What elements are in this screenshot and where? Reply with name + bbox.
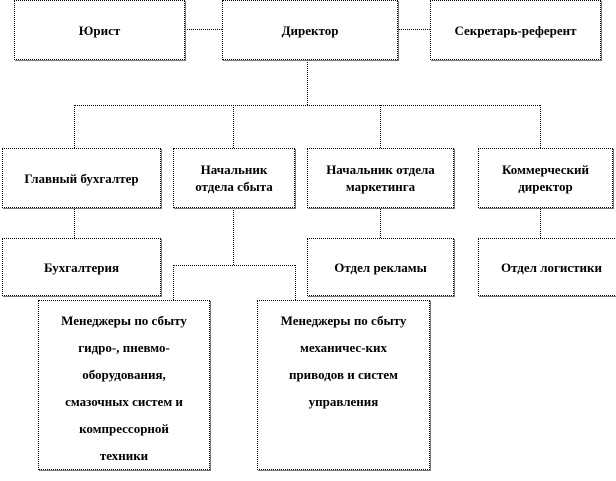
connector-level2-bus	[74, 105, 540, 106]
node-lawyer: Юрист	[14, 0, 185, 60]
connector-sales-bus	[173, 265, 295, 266]
node-label: Отдел логистики	[500, 259, 603, 275]
node-accounting: Бухгалтерия	[2, 238, 161, 296]
node-label: Директор	[281, 22, 339, 38]
node-advertising: Отдел рекламы	[307, 238, 454, 296]
node-managers-hydro: Менеджеры по сбыту гидро-, пневмо- обору…	[38, 300, 210, 470]
connector-director-secretary	[398, 29, 430, 30]
node-logistics: Отдел логистики	[478, 238, 616, 296]
connector-to-sales-head	[233, 105, 234, 148]
connector-to-managers-mech	[295, 265, 296, 300]
connector-to-marketing-head	[380, 105, 381, 148]
node-chief-accountant: Главный бухгалтер	[2, 148, 161, 208]
node-sales-head: Начальник отдела сбыта	[173, 148, 295, 208]
node-label: Начальник отдела маркетинга	[326, 162, 435, 194]
node-label: Коммерческий директор	[502, 162, 589, 194]
node-label: Юрист	[78, 22, 121, 38]
node-marketing-head: Начальник отдела маркетинга	[307, 148, 454, 208]
node-secretary: Секретарь-референт	[430, 0, 601, 60]
node-label: Отдел рекламы	[334, 259, 427, 275]
connector-director-down	[307, 60, 308, 105]
connector-to-advertising	[380, 208, 381, 238]
node-label: Менеджеры по сбыту механичес-ких приводо…	[280, 313, 407, 409]
connector-to-logistics	[540, 208, 541, 238]
connector-to-managers-hydro	[173, 265, 174, 300]
node-label: Бухгалтерия	[44, 259, 119, 275]
node-director: Директор	[222, 0, 398, 60]
node-label: Начальник отдела сбыта	[195, 162, 273, 194]
connector-to-chief-accountant	[74, 105, 75, 148]
node-label: Главный бухгалтер	[24, 170, 139, 186]
node-commercial-director: Коммерческий директор	[478, 148, 613, 208]
node-label: Секретарь-референт	[454, 22, 577, 38]
connector-to-commercial-director	[540, 105, 541, 148]
connector-lawyer-director	[185, 29, 222, 30]
connector-to-accounting	[74, 208, 75, 238]
connector-sales-down	[233, 208, 234, 265]
node-managers-mech: Менеджеры по сбыту механичес-ких приводо…	[257, 300, 430, 470]
node-label: Менеджеры по сбыту гидро-, пневмо- обору…	[61, 313, 187, 463]
